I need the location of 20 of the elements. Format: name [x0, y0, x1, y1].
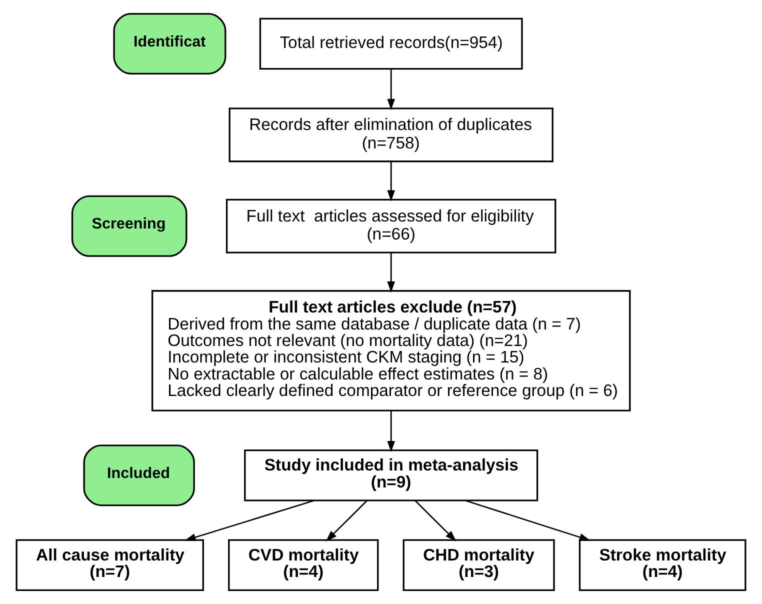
node-box: Included: [83, 444, 195, 506]
arrow: [184, 500, 314, 542]
node-box: Study included in meta-analysis (n=9): [244, 449, 538, 502]
arrow: [387, 161, 395, 202]
node-box: Total retrieved records(n=954): [259, 18, 523, 70]
node-box: Stroke mortality (n=4): [578, 539, 746, 592]
node-box: Identificat: [113, 12, 226, 74]
arrow: [387, 252, 395, 293]
arrow: [465, 500, 590, 541]
node-box: Records after elimination of duplicates (n=758): [228, 108, 554, 162]
node-box: CVD mortality (n=4): [228, 539, 379, 592]
node-box: Full text articles exclude (n=57) Derived from the same database / duplicate data (n = 7) Outcomes not relevant (no mortality data) (n=21) Incomplete or inconsistent CKM staging (n = 15) No extractable or calculable effect estimates (n = 8) Lacked clearly defined comparator or reference group (n = 6): [151, 290, 631, 412]
node-box: Full text articles assessed for eligibility (n=66): [226, 198, 556, 254]
arrow: [387, 410, 395, 452]
node-box: All cause mortality (n=7): [16, 539, 204, 592]
arrow: [414, 500, 456, 542]
arrow: [387, 68, 395, 110]
arrow: [326, 500, 368, 542]
node-box: Screening: [71, 195, 188, 257]
node-box: CHD mortality (n=3): [402, 539, 555, 592]
